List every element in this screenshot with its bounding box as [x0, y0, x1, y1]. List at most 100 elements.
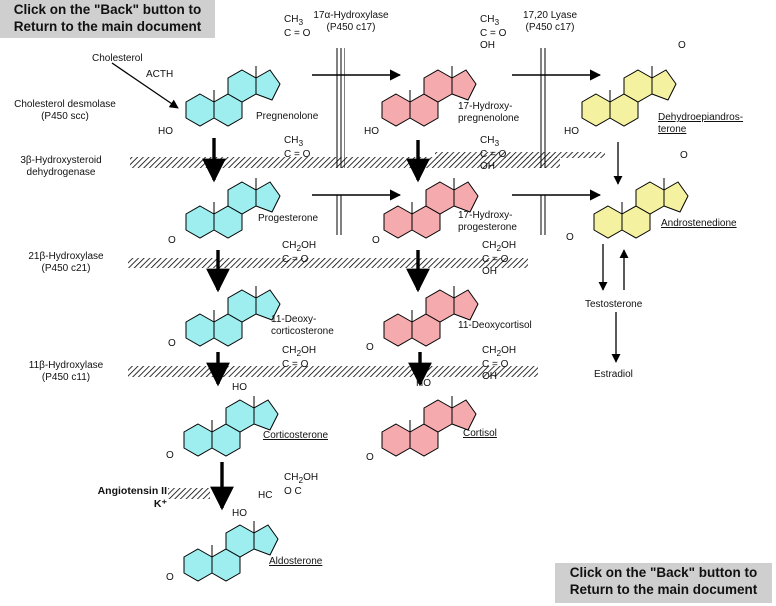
enzyme-17-20-lyase-line2: (P450 c17)	[525, 22, 575, 33]
enzyme-17-20-lyase: 17,20 Lyase (P450 c17)	[500, 10, 600, 34]
group-deoxycortisol-frag: C = O	[482, 254, 509, 265]
enzyme-17a-hydroxylase-line2: (P450 c17)	[326, 22, 376, 33]
ring-A	[381, 93, 411, 127]
angiotensin-label: Angiotensin II	[97, 485, 167, 497]
back-instruction-bottom: Click on the "Back" button to Return to …	[555, 563, 772, 603]
enzyme-11b-hydroxylase: 11β-Hydroxylase (P450 c11)	[16, 360, 116, 384]
ring-D	[451, 69, 477, 101]
ho-11-aldosterone: HO	[232, 508, 247, 519]
enzyme-blocks	[128, 48, 605, 499]
hydroxyprogesterone-line2: progesterone	[458, 222, 517, 233]
mol-deoxycortisol	[383, 286, 479, 347]
group-doc-frag: CH	[282, 240, 297, 251]
o-doc: O	[168, 338, 176, 349]
estradiol-label: Estradiol	[594, 369, 633, 380]
group-corticosterone-line-0: CH2OH	[282, 345, 316, 359]
mol-pregnenolone	[185, 66, 281, 127]
group-deoxycortisol-line-1: C = O	[482, 254, 516, 266]
group-doc-frag: 2	[296, 243, 302, 253]
group-cortisol-line-2: OH	[482, 371, 516, 383]
group-deoxycortisol-frag: OH	[482, 266, 497, 277]
pregnenolone-label: Pregnenolone	[256, 111, 319, 122]
group-pregnenolone-frag: 3	[298, 17, 304, 27]
ring-D	[253, 524, 279, 556]
ring-D	[255, 181, 281, 213]
potassium-label: K⁺	[153, 498, 167, 510]
ring-A	[581, 93, 611, 127]
mol-cortisol	[381, 396, 477, 457]
enzyme-block-v-0	[336, 48, 345, 168]
group-aldosterone-frag: OH	[303, 472, 319, 483]
group-progesterone-frag: 3	[298, 138, 304, 148]
mol-17oh-progesterone	[383, 178, 479, 239]
group-doc-line-0: CH2OH	[282, 240, 316, 254]
ring-A	[183, 423, 213, 457]
ring-A	[185, 93, 215, 127]
group-progesterone-line-0: CH3	[284, 135, 310, 149]
deoxycortisol-label: 11-Deoxycortisol	[458, 320, 532, 331]
ring-A	[593, 205, 623, 239]
group-corticosterone-line-1: C = O	[282, 359, 316, 371]
group-cortisol-frag: C = O	[482, 359, 509, 370]
hydroxypregnenolone-line2: pregnenolone	[458, 113, 520, 124]
group-17oh-progesterone-line-1: C = O	[480, 149, 506, 161]
enzyme-3b-hsd-line1: 3β-Hydroxysteroid	[20, 155, 102, 166]
back-instruction-top-line1: Click on the "Back" button to	[13, 2, 202, 17]
deoxycorticosterone-line2: corticosterone	[271, 326, 334, 337]
hydroxyprogesterone-label: 17-Hydroxy- progesterone	[458, 210, 517, 234]
group-aldosterone-frag: CH	[284, 472, 299, 483]
group-17oh-progesterone-frag: OH	[480, 161, 495, 172]
group-pregnenolone-line-1: C = O	[284, 28, 310, 40]
enzyme-21b-hydroxylase: 21β-Hydroxylase (P450 c21)	[16, 251, 116, 275]
ring-D	[663, 181, 689, 213]
testosterone-label: Testosterone	[585, 299, 643, 310]
group-deoxycortisol-line-0: CH2OH	[482, 240, 516, 254]
group-progesterone-line-1: C = O	[284, 149, 310, 161]
group-17oh-pregnenolone-line-0: CH3	[480, 14, 506, 28]
group-progesterone-frag: CH	[284, 135, 299, 146]
enzyme-desmolase-line2: (P450 scc)	[41, 111, 89, 122]
group-aldosterone-line-0: CH2OH	[284, 472, 318, 486]
mol-dhea	[581, 66, 677, 127]
o-17oh-progesterone: O	[372, 235, 380, 246]
corticosterone-label: Corticosterone	[263, 430, 329, 441]
aldosterone-label: Aldosterone	[269, 556, 323, 567]
group-17oh-progesterone-line-0: CH3	[480, 135, 506, 149]
back-instruction-bottom-line1: Click on the "Back" button to	[569, 565, 758, 580]
hydroxyprogesterone-line1: 17-Hydroxy-	[458, 210, 513, 221]
ring-D	[255, 69, 281, 101]
ring-A	[183, 548, 213, 582]
deoxycorticosterone-label: 11-Deoxy- corticosterone	[271, 314, 334, 338]
group-corticosterone-frag: C = O	[282, 359, 309, 370]
enzyme-block-h-1	[435, 152, 605, 158]
ring-D	[451, 399, 477, 431]
arrow-cholesterol	[111, 62, 179, 109]
enzyme-cholesterol-desmolase: Cholesterol desmolase (P450 scc)	[2, 99, 128, 123]
group-17oh-pregnenolone-frag: C = O	[480, 28, 507, 39]
group-17oh-pregnenolone-line-1: C = O	[480, 28, 506, 40]
enzyme-17a-hydroxylase-line1: 17α-Hydroxylase	[313, 10, 389, 21]
mol-deoxycorticosterone	[185, 286, 281, 347]
group-17oh-progesterone-frag: 3	[494, 138, 500, 148]
ring-D	[255, 289, 281, 321]
mol-17oh-pregnenolone	[381, 66, 477, 127]
dhea-line2: terone	[658, 124, 687, 135]
group-cortisol-line-0: CH2OH	[482, 345, 516, 359]
mol-corticosterone	[183, 396, 279, 457]
ho-dhea: HO	[564, 126, 579, 137]
enzyme-21b-hydroxylase-line2: (P450 c21)	[41, 263, 91, 274]
hydroxypregnenolone-line1: 17-Hydroxy-	[458, 101, 513, 112]
ring-A	[383, 205, 413, 239]
group-cortisol-frag: CH	[482, 345, 497, 356]
back-instruction-bottom-line2: Return to the main document	[569, 582, 758, 597]
acth-label: ACTH	[146, 69, 174, 80]
group-corticosterone-frag: OH	[301, 345, 317, 356]
enzyme-block-h-2	[128, 258, 528, 268]
hc-aldosterone: HC	[258, 490, 273, 501]
enzyme-block-v-1	[538, 48, 547, 168]
group-cortisol-frag: 2	[496, 348, 502, 358]
group-doc-frag: OH	[301, 240, 317, 251]
